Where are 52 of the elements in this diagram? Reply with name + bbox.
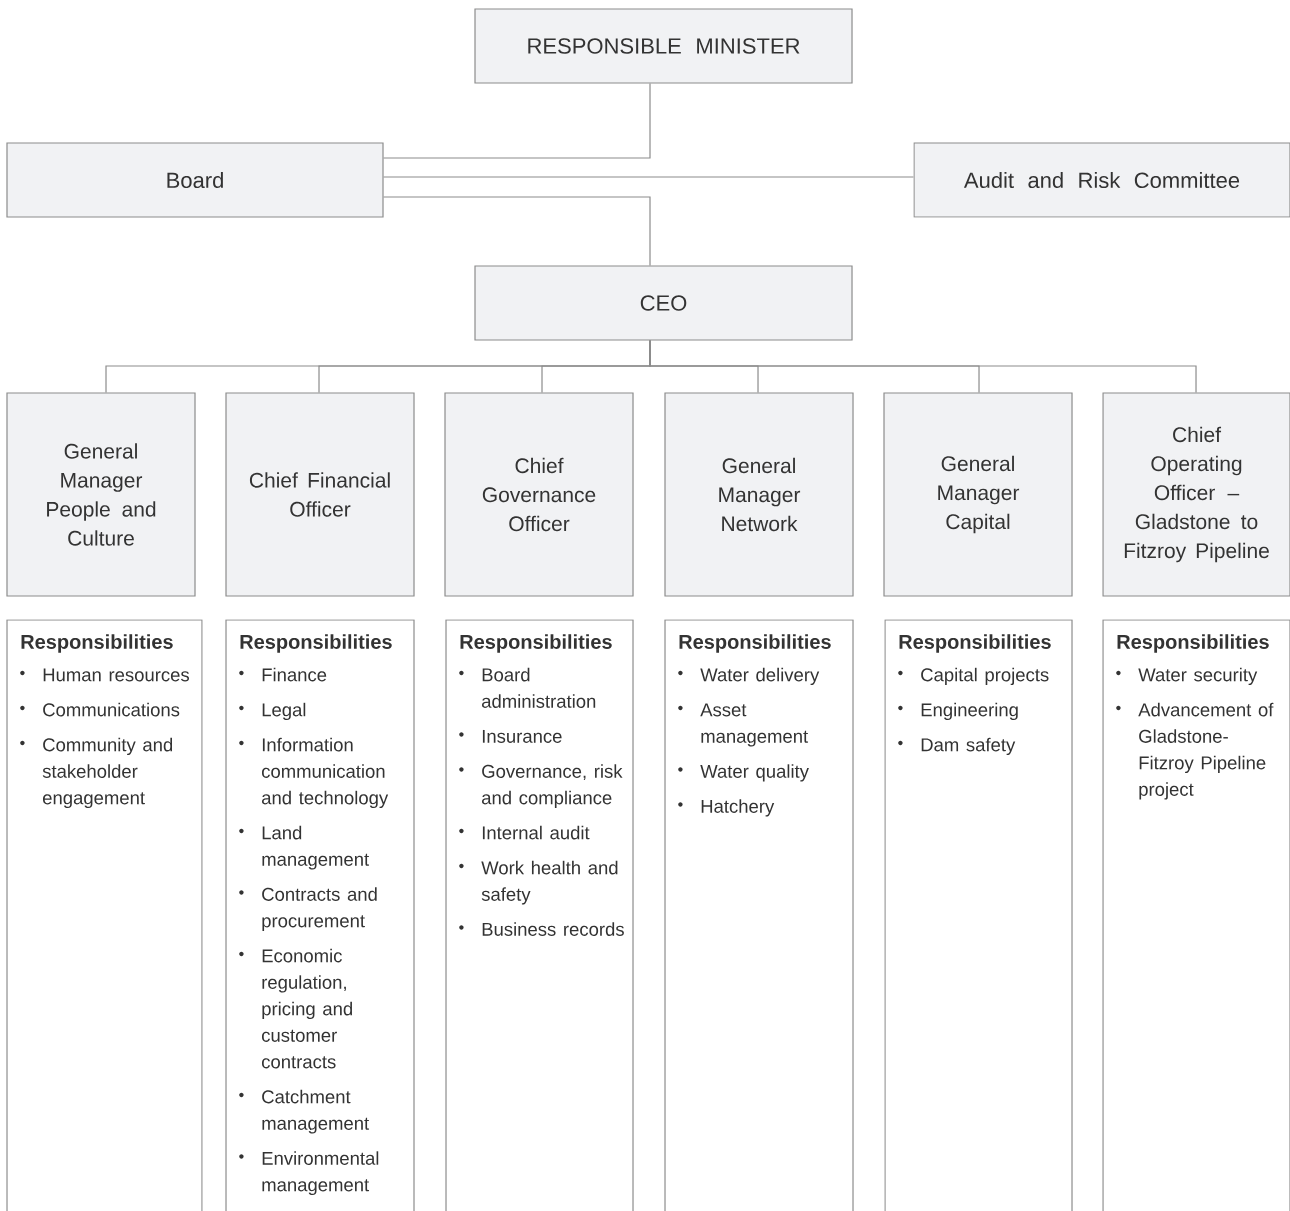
bullet-item: Governance, risk and compliance (459, 764, 623, 809)
bullet-item: Business records (459, 922, 624, 936)
org-box: Audit and Risk Committee (913, 142, 1290, 218)
bullet-item: Legal (239, 702, 306, 721)
org-box: CEO (474, 265, 853, 341)
connector-line (383, 196, 651, 266)
connector-line (383, 176, 914, 178)
bullet-item: Advancement of Gladstone-Fitzroy Pipeline project (1116, 702, 1274, 800)
role-box: General Manager Network (664, 392, 854, 597)
panel-heading: Responsibilities (679, 634, 831, 653)
bullet-item: Dam safety (898, 737, 1016, 756)
bullet-item: Insurance (459, 729, 562, 743)
responsibilities-panel (445, 619, 634, 1211)
bullet-item: Finance (239, 667, 327, 682)
bullet-item: Community and stakeholder engagement (20, 737, 173, 809)
bullet-item: Hatchery (678, 799, 775, 817)
bullet-item: Economic regulation, pricing and customer contracts (239, 948, 352, 1069)
panel-heading: Responsibilities (1117, 634, 1269, 653)
bullet-item: Water delivery (678, 667, 820, 686)
panel-heading: Responsibilities (460, 634, 612, 653)
role-box: Chief Financial Officer (225, 392, 415, 597)
org-box: RESPONSIBLE MINISTER (474, 8, 853, 84)
connector-line (649, 340, 1197, 393)
bullet-item: Communications (20, 702, 180, 717)
role-box: Chief Operating Officer – Gladstone to Fitzroy Pipeline (1102, 392, 1290, 597)
bullet-item: Environmental management (239, 1151, 379, 1196)
bullet-item: Board administration (459, 667, 596, 708)
bullet-item: Information communication and technology (239, 737, 389, 809)
role-box: General Manager People and Culture (6, 392, 196, 597)
bullet-item: Water security (1116, 667, 1258, 686)
panel-heading: Responsibilities (899, 634, 1051, 653)
role-box: Chief Governance Officer (444, 392, 634, 597)
org-box: Board (6, 142, 384, 218)
responsibilities-panel (6, 619, 203, 1211)
panel-heading: Responsibilities (240, 634, 392, 653)
bullet-item: Capital projects (898, 667, 1049, 686)
bullet-item: Internal audit (459, 825, 590, 840)
responsibilities-panel (664, 619, 854, 1211)
bullet-item: Work health and safety (459, 860, 618, 905)
bullet-item: Catchment management (239, 1089, 370, 1134)
bullet-item: Water quality (678, 764, 809, 782)
responsibilities-panel (225, 619, 415, 1211)
role-box: General Manager Capital (883, 392, 1073, 597)
bullet-item: Land management (239, 825, 370, 870)
connector-line (383, 83, 651, 159)
bullet-item: Contracts and procurement (239, 887, 377, 932)
bullet-item: Asset management (678, 703, 809, 747)
responsibilities-panel (1102, 619, 1290, 1211)
panel-heading: Responsibilities (21, 634, 173, 653)
responsibilities-panel (884, 619, 1073, 1211)
bullet-item: Engineering (898, 702, 1018, 721)
bullet-item: Human resources (20, 668, 189, 682)
